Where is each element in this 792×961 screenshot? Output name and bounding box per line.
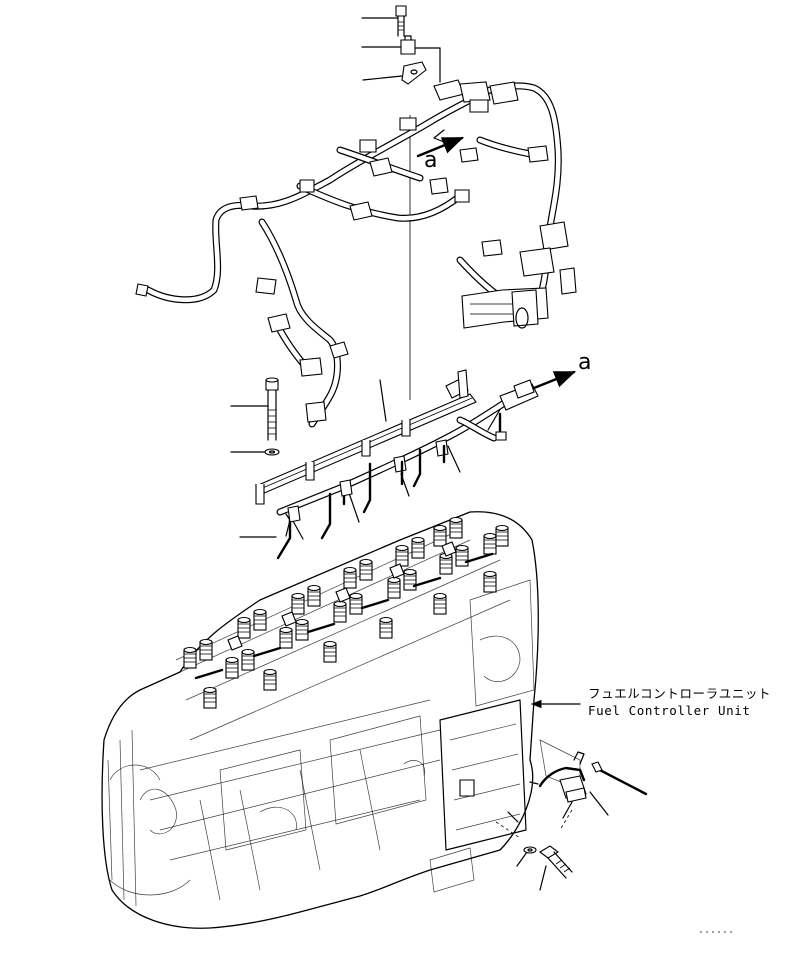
clamp-top	[401, 61, 427, 85]
arrow-a-right	[532, 370, 577, 390]
upper-harness	[135, 79, 577, 428]
valve-springs	[183, 516, 509, 709]
injector-harness-rail	[255, 369, 539, 560]
label-a-right: a	[578, 350, 592, 375]
rail-washer	[264, 448, 280, 456]
bolt-top	[395, 5, 407, 37]
leader-lines	[230, 17, 609, 891]
engine-block	[101, 511, 581, 929]
arrow-a-upper	[416, 136, 464, 158]
clip-top	[400, 35, 416, 55]
callout-fuel-controller-en: Fuel Controller Unit	[588, 703, 751, 718]
dashed-axis	[495, 809, 573, 839]
label-a-upper: a	[424, 148, 438, 173]
lower-washer	[523, 846, 537, 854]
lower-bolt	[539, 845, 573, 879]
sensor-rod	[591, 761, 648, 796]
sensor-bracket	[529, 751, 587, 803]
callout-fuel-controller-jp: フュエルコントローラユニット	[588, 686, 772, 701]
rail-bolt	[265, 377, 279, 441]
